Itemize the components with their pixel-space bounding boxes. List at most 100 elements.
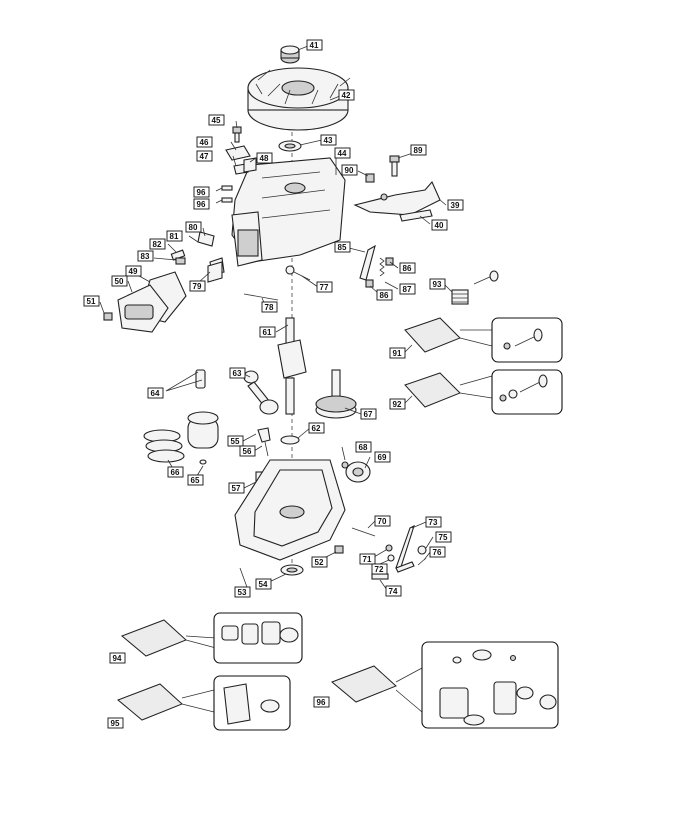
drain-plug-52 <box>334 545 344 554</box>
bolt-45 <box>232 126 242 143</box>
svg-text:39: 39 <box>451 201 460 210</box>
svg-text:85: 85 <box>338 243 347 252</box>
callout-48: 48 <box>256 152 273 164</box>
pushrod-77 <box>285 265 311 281</box>
callout-68: 68 <box>355 441 372 453</box>
svg-text:43: 43 <box>324 136 333 145</box>
callout-81: 81 <box>166 230 183 242</box>
callout-96-b: 96 <box>193 198 210 210</box>
callout-57: 57 <box>228 482 245 494</box>
callout-74: 74 <box>385 585 402 597</box>
svg-text:72: 72 <box>375 565 384 574</box>
circlip-65 <box>199 459 207 465</box>
air-filter-cover <box>117 284 169 333</box>
bolt-74 <box>371 573 389 580</box>
callout-39: 39 <box>447 199 464 211</box>
svg-text:68: 68 <box>359 443 368 452</box>
callout-96-a: 96 <box>193 186 210 198</box>
svg-text:40: 40 <box>435 221 444 230</box>
governor-gear <box>341 461 371 483</box>
callout-89: 89 <box>410 144 427 156</box>
callout-62: 62 <box>308 422 325 434</box>
callout-79: 79 <box>189 280 206 292</box>
oil-dipper <box>257 427 271 457</box>
gasket-kit-96 <box>331 641 559 729</box>
callout-72: 72 <box>371 563 388 575</box>
svg-text:81: 81 <box>170 232 179 241</box>
callout-83: 83 <box>137 250 154 262</box>
svg-text:76: 76 <box>433 548 442 557</box>
callout-67: 67 <box>360 408 377 420</box>
callout-76: 76 <box>429 546 446 558</box>
breather-plate <box>225 145 257 175</box>
callout-86-a: 86 <box>399 262 416 274</box>
connecting-rod <box>243 370 279 415</box>
rod-78 <box>243 293 279 301</box>
svg-text:71: 71 <box>363 555 372 564</box>
callout-92: 92 <box>389 398 406 410</box>
callout-47: 47 <box>196 150 213 162</box>
piston-rings <box>143 429 185 463</box>
crankcase-sump <box>234 459 346 561</box>
svg-text:54: 54 <box>259 580 268 589</box>
svg-text:52: 52 <box>315 558 324 567</box>
screw-51 <box>103 312 113 321</box>
oil-seal-bottom <box>280 564 304 576</box>
svg-text:57: 57 <box>232 484 241 493</box>
crankshaft <box>277 317 307 415</box>
callout-50: 50 <box>111 275 128 287</box>
washer-75 <box>417 545 427 555</box>
callout-87: 87 <box>399 283 416 295</box>
svg-text:96: 96 <box>197 188 206 197</box>
svg-text:50: 50 <box>115 277 124 286</box>
callout-95: 95 <box>107 717 124 729</box>
callout-82: 82 <box>149 238 166 250</box>
callout-80: 80 <box>185 221 202 233</box>
svg-text:93: 93 <box>433 280 442 289</box>
callout-77: 77 <box>316 281 333 293</box>
callout-93: 93 <box>429 278 446 290</box>
callout-51: 51 <box>83 295 100 307</box>
callout-96-c: 96 <box>313 696 330 708</box>
callout-42: 42 <box>338 89 355 101</box>
svg-text:47: 47 <box>200 152 209 161</box>
svg-text:69: 69 <box>378 453 387 462</box>
callout-49: 49 <box>125 265 142 277</box>
camshaft <box>315 369 357 419</box>
svg-text:41: 41 <box>310 41 319 50</box>
callout-41: 41 <box>306 39 323 51</box>
piston-pin <box>195 369 206 389</box>
callout-71: 71 <box>359 553 376 565</box>
valve-kit-91 <box>404 317 563 363</box>
callout-91: 91 <box>389 347 406 359</box>
callout-64: 64 <box>147 387 164 399</box>
svg-text:86: 86 <box>380 291 389 300</box>
svg-text:44: 44 <box>338 149 347 158</box>
svg-text:70: 70 <box>378 517 387 526</box>
svg-text:89: 89 <box>414 146 423 155</box>
pins-96 <box>221 185 233 203</box>
svg-text:83: 83 <box>141 252 150 261</box>
callout-63: 63 <box>229 367 246 379</box>
governor-arm <box>359 244 394 288</box>
callout-66: 66 <box>167 466 184 478</box>
callout-46: 46 <box>196 136 213 148</box>
svg-text:48: 48 <box>260 154 269 163</box>
svg-text:45: 45 <box>212 116 221 125</box>
callout-56: 56 <box>239 445 256 457</box>
svg-text:86: 86 <box>403 264 412 273</box>
svg-text:42: 42 <box>342 91 351 100</box>
svg-text:61: 61 <box>263 328 272 337</box>
governor-bracket <box>353 180 441 222</box>
callout-70: 70 <box>374 515 391 527</box>
callout-85: 85 <box>334 241 351 253</box>
flywheel <box>247 67 351 131</box>
callout-86-b: 86 <box>376 289 393 301</box>
svg-text:78: 78 <box>265 303 274 312</box>
svg-text:91: 91 <box>393 349 402 358</box>
callout-61: 61 <box>259 326 276 338</box>
valve-kit-92 <box>404 369 563 415</box>
gasket-kit-94 <box>121 612 303 664</box>
brake-rod-70 <box>351 527 376 537</box>
